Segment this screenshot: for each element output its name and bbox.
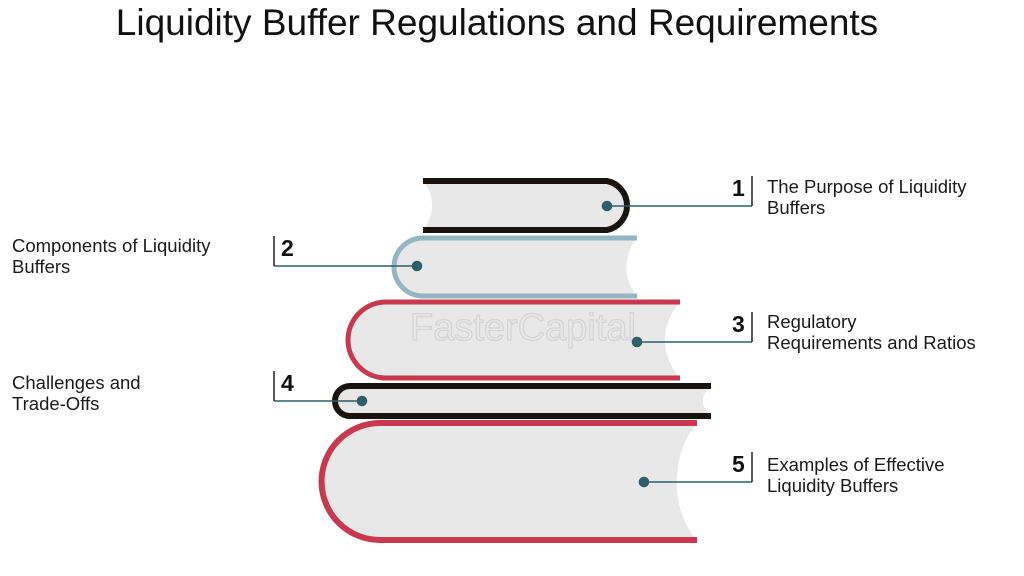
item-label-4-line1: Challenges and bbox=[12, 372, 141, 393]
connector-1 bbox=[601, 200, 752, 212]
item-number-5: 5 bbox=[732, 451, 745, 477]
item-label-1-line2: Buffers bbox=[767, 197, 826, 218]
book-5 bbox=[318, 420, 697, 543]
book-4 bbox=[332, 383, 711, 419]
item-number-1: 1 bbox=[732, 175, 745, 201]
item-label-5-line2: Liquidity Buffers bbox=[767, 475, 899, 496]
item-label-2-line1: Components of Liquidity bbox=[12, 235, 211, 256]
book-3 bbox=[345, 299, 680, 381]
connector-2 bbox=[274, 260, 423, 272]
item-number-3: 3 bbox=[732, 311, 745, 337]
item-label-2-line2: Buffers bbox=[12, 256, 71, 277]
item-label-1-line1: The Purpose of Liquidity bbox=[767, 176, 967, 197]
item-label-3-line1: Regulatory bbox=[767, 311, 857, 332]
page-title: Liquidity Buffer Regulations and Require… bbox=[115, 2, 879, 43]
item-number-4: 4 bbox=[281, 370, 294, 396]
book-2 bbox=[391, 235, 637, 299]
watermark-text: FasterCapital bbox=[410, 307, 636, 349]
book-1 bbox=[423, 178, 630, 233]
item-number-2: 2 bbox=[281, 235, 294, 261]
item-label-5-line1: Examples of Effective bbox=[767, 454, 945, 475]
item-label-4-line2: Trade-Offs bbox=[12, 393, 100, 414]
connector-5 bbox=[638, 476, 752, 488]
connector-4 bbox=[274, 395, 368, 407]
connector-3 bbox=[631, 336, 752, 348]
item-label-3-line2: Requirements and Ratios bbox=[767, 332, 976, 353]
